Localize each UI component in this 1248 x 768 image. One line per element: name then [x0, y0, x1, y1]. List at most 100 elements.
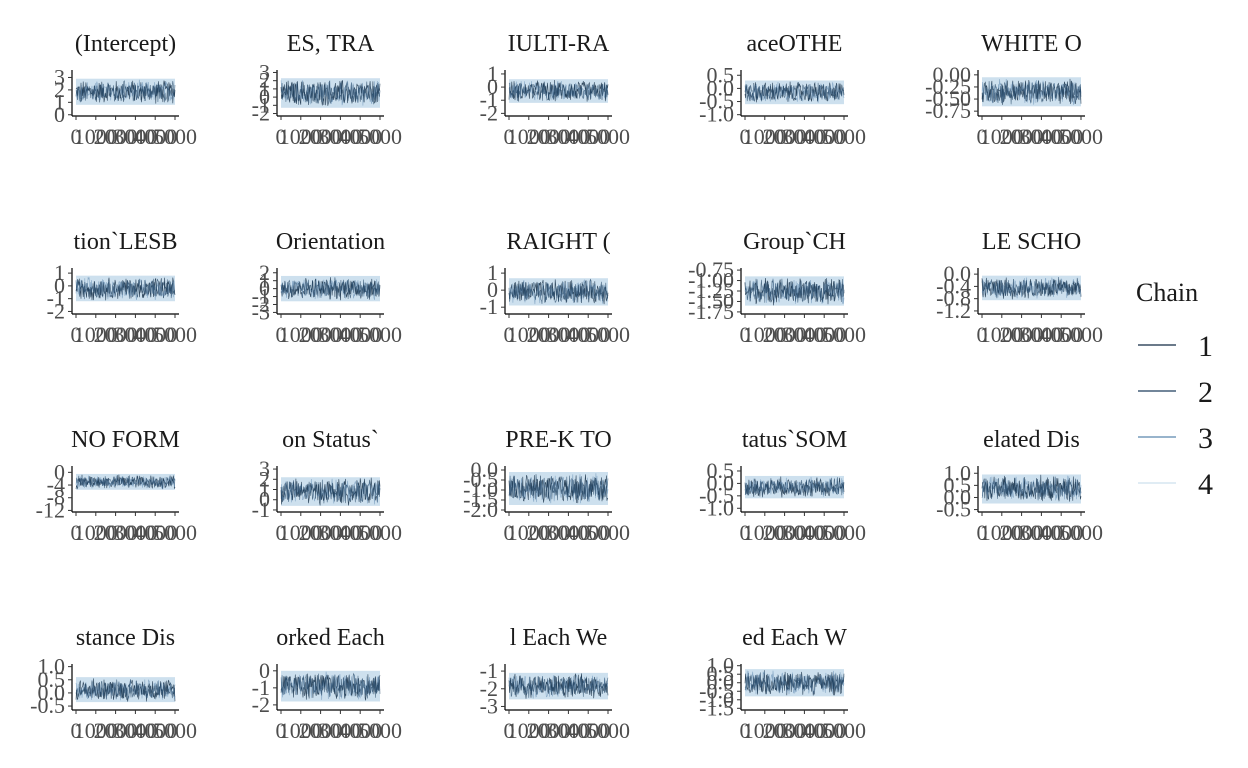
x-tick-label: 5000 — [358, 322, 402, 347]
panel-title: Group`CH — [743, 229, 846, 255]
panel-title: aceOTHE — [747, 31, 843, 57]
x-tick-label: 1000 — [980, 124, 1024, 149]
x-tick-label: 3000 — [318, 124, 362, 149]
x-tick-label: 5000 — [153, 520, 197, 545]
y-tick-label: -1 — [252, 92, 270, 117]
chain-trace — [744, 672, 845, 695]
x-tick-label: 0 — [740, 718, 751, 743]
x-tick-label: 5000 — [1059, 124, 1103, 149]
y-tick-label: 0 — [54, 273, 65, 298]
x-tick-label: 1000 — [74, 124, 118, 149]
chain-trace — [75, 80, 176, 103]
y-tick-label: -1.00 — [688, 268, 734, 293]
y-tick-label: -1.75 — [688, 299, 734, 324]
x-tick-label: 3000 — [1019, 322, 1063, 347]
x-tick-label: 5000 — [822, 322, 866, 347]
trace-panel: PRE-K TO0.0-0.5-1.0-1.5-2.00100020003000… — [463, 427, 630, 545]
x-tick-label: 0 — [504, 322, 515, 347]
y-tick-label: -1.50 — [688, 288, 734, 313]
x-tick-label: 0 — [71, 520, 82, 545]
x-tick-label: 5000 — [153, 718, 197, 743]
x-tick-label: 0 — [276, 124, 287, 149]
y-tick-label: 0.5 — [38, 667, 66, 692]
y-tick-label: -3 — [252, 299, 270, 324]
x-tick-label: 0 — [504, 124, 515, 149]
y-tick-label: -1.0 — [699, 495, 734, 520]
chain-trace — [508, 675, 609, 698]
y-tick-label: 1 — [259, 268, 270, 293]
x-tick-label: 1000 — [743, 322, 787, 347]
chain-trace — [508, 81, 609, 102]
x-tick-label: 5000 — [822, 124, 866, 149]
x-tick-label: 1000 — [279, 124, 323, 149]
y-tick-label: 0.00 — [933, 62, 972, 87]
x-tick-label: 3000 — [318, 322, 362, 347]
panel-title: stance Dis — [76, 625, 175, 651]
legend-label: 1 — [1198, 330, 1213, 363]
y-tick-label: 0.0 — [944, 484, 972, 509]
y-tick-label: -2 — [480, 676, 498, 701]
chain-trace — [744, 278, 845, 303]
y-tick-label: -1.2 — [936, 298, 971, 323]
x-tick-label: 3000 — [1019, 124, 1063, 149]
x-tick-label: 2000 — [763, 124, 807, 149]
chain-trace — [981, 78, 1082, 105]
y-tick-label: -1 — [252, 497, 270, 522]
y-tick-label: -1.5 — [699, 695, 734, 720]
x-tick-label: 1000 — [279, 718, 323, 743]
x-tick-label: 1000 — [279, 322, 323, 347]
y-tick-label: 0 — [54, 102, 65, 127]
y-tick-label: -1 — [480, 294, 498, 319]
x-tick-label: 2000 — [299, 124, 343, 149]
chain-trace — [744, 81, 845, 103]
panel-title: ed Each W — [742, 625, 847, 651]
y-tick-label: -3 — [480, 693, 498, 718]
x-tick-label: 2000 — [299, 520, 343, 545]
chain-trace — [981, 475, 1082, 501]
chain-trace — [744, 477, 845, 497]
y-tick-label: -2 — [47, 298, 65, 323]
x-tick-label: 3000 — [113, 124, 157, 149]
chain-trace — [508, 674, 609, 699]
x-tick-label: 5000 — [822, 520, 866, 545]
chain-trace — [280, 277, 381, 300]
x-tick-label: 4000 — [802, 124, 846, 149]
y-tick-label: -0.25 — [925, 74, 971, 99]
y-tick-label: -1.25 — [688, 278, 734, 303]
x-tick-label: 3000 — [113, 718, 157, 743]
x-tick-label: 2000 — [527, 520, 571, 545]
x-tick-label: 2000 — [527, 124, 571, 149]
x-tick-label: 2000 — [94, 520, 138, 545]
x-tick-label: 3000 — [546, 718, 590, 743]
x-tick-label: 2000 — [94, 124, 138, 149]
panel-title: NO FORM — [71, 427, 180, 453]
panel-title: LE SCHO — [982, 229, 1081, 255]
panel-title: elated Dis — [983, 427, 1080, 453]
panel-title: (Intercept) — [75, 31, 176, 57]
x-tick-label: 3000 — [546, 124, 590, 149]
chain-trace — [508, 280, 609, 304]
chain-trace — [508, 279, 609, 305]
chain-trace — [75, 278, 176, 300]
x-tick-label: 0 — [740, 322, 751, 347]
y-tick-label: -0.4 — [936, 273, 971, 298]
x-tick-label: 4000 — [133, 322, 177, 347]
legend-label: 3 — [1198, 422, 1213, 455]
y-tick-label: 0.0 — [707, 75, 735, 100]
x-tick-label: 0 — [276, 322, 287, 347]
x-tick-label: 0 — [504, 718, 515, 743]
x-tick-label: 1000 — [507, 124, 551, 149]
trace-panel: WHITE O0.00-0.25-0.50-0.7501000200030004… — [925, 31, 1103, 149]
x-tick-label: 3000 — [1019, 520, 1063, 545]
y-tick-label: -2 — [252, 291, 270, 316]
y-tick-label: 0 — [259, 84, 270, 109]
x-tick-label: 3000 — [318, 520, 362, 545]
chain-trace — [744, 81, 845, 102]
